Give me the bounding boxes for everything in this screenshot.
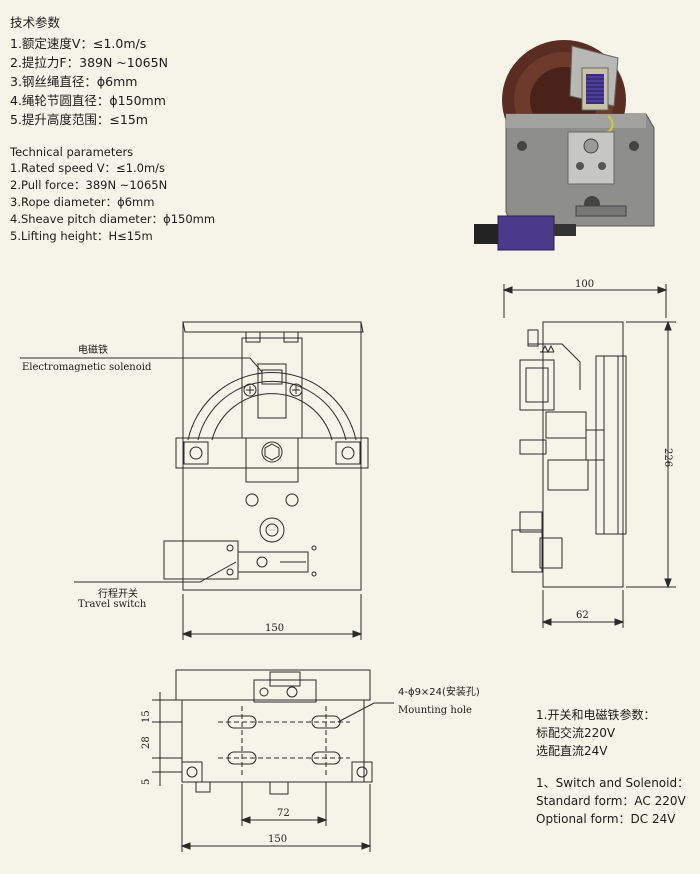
specs-cn-title: 技术参数 xyxy=(10,15,61,30)
spec-en-line-3: 3.Rope diameter：ϕ6mm xyxy=(10,195,155,209)
spec-en-line-1: 1.Rated speed V：≤1.0m/s xyxy=(10,161,166,175)
spec-en-line-5: 5.Lifting height：H≤15m xyxy=(10,229,153,243)
spec-cn-line-3: 3.钢丝绳直径：ϕ6mm xyxy=(10,74,138,89)
spec-cn-line-2: 2.提拉力F：389N ~1065N xyxy=(10,55,168,70)
switch-notes: 1.开关和电磁铁参数： 标配交流220V 选配直流24V 1、Switch an… xyxy=(536,706,689,828)
dim-front-width: 150 xyxy=(265,623,285,634)
travel-switch-body xyxy=(497,215,555,251)
specs-en-title: Technical parameters xyxy=(10,145,134,159)
dim-side-width: 100 xyxy=(575,279,595,290)
spec-cn-line-4: 4.绳轮节圆直径：ϕ150mm xyxy=(10,93,166,108)
switch-cn-title: 1.开关和电磁铁参数： xyxy=(536,708,656,722)
product-photo xyxy=(474,40,655,251)
dim-bottom-15: 15 xyxy=(141,710,152,723)
label-hole-cn: 4-ϕ9×24(安装孔) xyxy=(398,687,480,698)
switch-en-line-1: Standard form：AC 220V xyxy=(536,794,686,808)
label-switch-cn: 行程开关 xyxy=(98,589,138,600)
dim-bottom-28: 28 xyxy=(141,736,152,749)
spec-en-line-2: 2.Pull force：389N ~1065N xyxy=(10,178,168,192)
label-switch-en: Travel switch xyxy=(78,599,147,610)
bottom-view xyxy=(152,669,394,852)
dim-bottom-hole-spacing: 72 xyxy=(277,808,290,819)
dim-side-height: 226 xyxy=(662,448,673,468)
dim-bottom-width: 150 xyxy=(268,834,288,845)
label-solenoid-en: Electromagnetic solenoid xyxy=(22,362,152,373)
switch-en-title: 1、Switch and Solenoid： xyxy=(536,776,690,790)
label-hole-en: Mounting hole xyxy=(398,705,472,716)
specs-chinese: 技术参数 1.额定速度V：≤1.0m/s 2.提拉力F：389N ~1065N … xyxy=(10,12,168,129)
switch-cn-line-2: 选配直流24V xyxy=(536,744,608,758)
spec-en-line-4: 4.Sheave pitch diameter：ϕ150mm xyxy=(10,212,216,226)
switch-cable-gland xyxy=(474,224,498,244)
side-view xyxy=(502,284,676,628)
front-view xyxy=(20,321,369,640)
dim-bottom-5: 5 xyxy=(141,778,152,785)
dim-side-base: 62 xyxy=(576,610,589,621)
specs-english: Technical parameters 1.Rated speed V：≤1.… xyxy=(10,145,215,245)
switch-cn-line-1: 标配交流220V xyxy=(536,726,616,740)
spec-cn-line-5: 5.提升高度范围：≤15m xyxy=(10,112,148,127)
label-solenoid-cn: 电磁铁 xyxy=(78,345,108,356)
spec-cn-line-1: 1.额定速度V：≤1.0m/s xyxy=(10,36,147,51)
switch-en-line-2: Optional form：DC 24V xyxy=(536,812,676,826)
